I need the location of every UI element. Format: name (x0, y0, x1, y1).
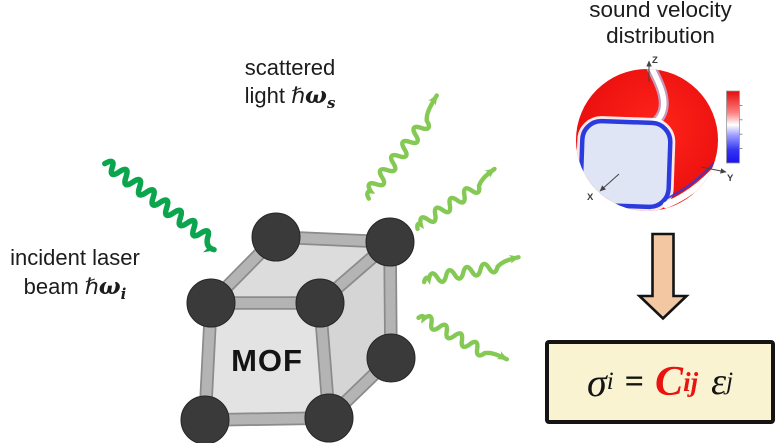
stiffness-tensor-symbol: C (655, 359, 684, 405)
y-axis-line (700, 166, 727, 174)
scattered-light-line1: scattered (244, 55, 336, 80)
epsilon-symbol: ε (711, 361, 727, 403)
down-block-arrow (636, 232, 690, 321)
incident-laser-line2: beam ℏωi (23, 273, 127, 303)
incident-laser-line1: incident laser (10, 245, 140, 270)
cube-nodes (180, 212, 416, 443)
incident-laser-label: incident laser beam ℏωi (0, 243, 158, 309)
sigma-symbol: σ (586, 359, 607, 405)
sphere-axes (599, 60, 727, 192)
colorbar (726, 90, 743, 164)
cube-node (186, 278, 236, 328)
scattered-wave-arrows (365, 93, 521, 362)
omega-symbol: ω (98, 273, 121, 300)
x-axis-label: X (587, 192, 594, 203)
omega-subscript: s (326, 94, 336, 112)
scattered-wave-arrow-2 (415, 166, 497, 232)
slow-velocity-patch (578, 118, 673, 210)
sound-velocity-line2: distribution (606, 23, 715, 48)
omega-symbol: ω (305, 82, 327, 109)
equals-sign: = (624, 363, 645, 400)
cube-node (251, 212, 301, 262)
z-axis-label: Z (652, 55, 658, 66)
hbar-symbol: ℏ (291, 84, 306, 109)
hbar-symbol: ℏ (84, 275, 99, 300)
sound-velocity-line1: sound velocity (589, 0, 732, 22)
cube-node (295, 278, 345, 328)
scattered-light-line2: light ℏωs (244, 82, 336, 112)
cube-node (180, 395, 230, 443)
scattered-light-label: scattered light ℏωs (206, 54, 374, 117)
cube-node (365, 217, 415, 267)
omega-subscript: i (120, 285, 127, 303)
sound-velocity-title: sound velocity distribution (568, 0, 753, 49)
mof-cube (180, 212, 416, 443)
cube-node (304, 393, 354, 443)
scattered-wave-arrow-1 (365, 93, 439, 201)
scattered-wave-arrow-3 (421, 254, 521, 285)
sigma-subscript: i (606, 368, 614, 395)
y-axis-label: Y (727, 173, 734, 184)
cube-node (366, 333, 416, 383)
epsilon-subscript: j (726, 368, 734, 395)
mof-label: MOF (231, 343, 303, 378)
stiffness-subscript: ij (683, 366, 699, 397)
sound-velocity-sphere (576, 60, 743, 211)
scattered-wave-arrow-4 (416, 313, 509, 362)
x-axis-line (599, 173, 620, 192)
incident-laser-arrow (102, 158, 217, 253)
